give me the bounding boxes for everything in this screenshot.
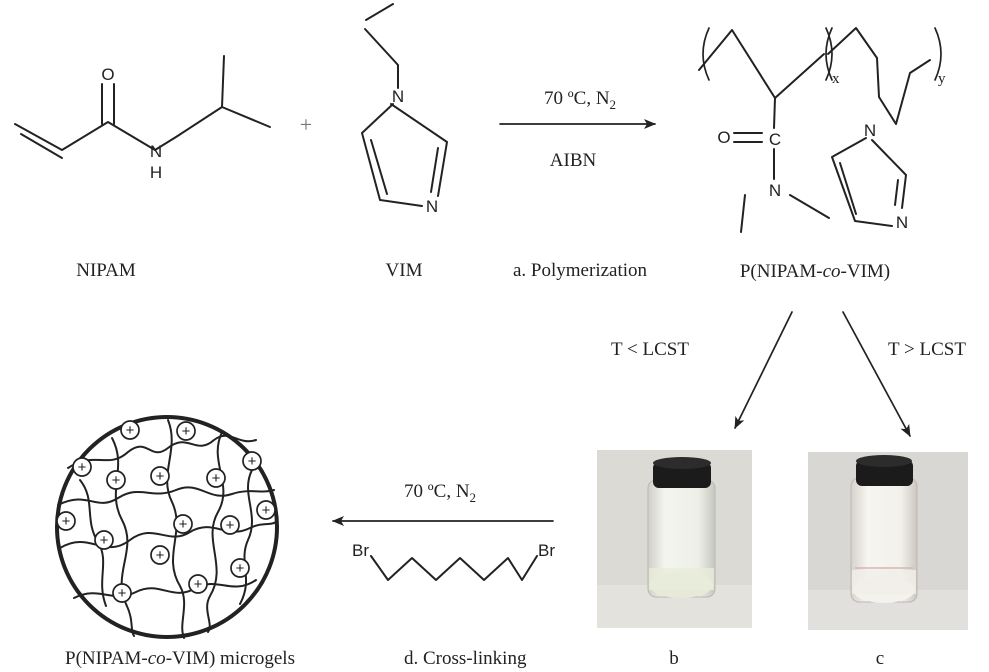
positive-charge-icon: +	[206, 468, 226, 488]
bromine-left-atom: Br	[352, 541, 369, 560]
svg-text:+: +	[112, 472, 121, 489]
positive-charge-icon: +	[150, 545, 170, 565]
copolymer-imidazole-n3: N	[896, 213, 908, 232]
positive-charge-icon: +	[94, 530, 114, 550]
nipam-nitrogen-atom: N	[150, 142, 162, 161]
vial-photo-c	[808, 452, 968, 630]
svg-text:+: +	[179, 516, 188, 533]
above-lcst-arrow	[842, 311, 911, 437]
vim-n1-atom: N	[392, 87, 404, 106]
copolymer-imidazole-n1: N	[864, 121, 876, 140]
svg-text:+: +	[262, 502, 271, 519]
above-lcst-label: T > LCST	[888, 339, 966, 360]
positive-charge-icon: +	[220, 515, 240, 535]
svg-text:+: +	[126, 422, 135, 439]
positive-charge-icon: +	[242, 451, 262, 471]
nipam-structure: O N H	[14, 55, 271, 182]
positive-charge-icon: +	[120, 420, 140, 440]
bracket-y-left	[825, 27, 833, 81]
svg-text:+: +	[236, 560, 245, 577]
positive-charge-icon: +	[72, 457, 92, 477]
microgel-charges: + + + + + + + + + + + + + + + +	[56, 420, 276, 603]
microgel-network	[55, 415, 279, 639]
bromine-right-atom: Br	[538, 541, 555, 560]
positive-charge-icon: +	[176, 421, 196, 441]
vial-c-label: c	[876, 648, 884, 669]
svg-text:+: +	[248, 453, 257, 470]
bracket-y-right	[934, 27, 942, 81]
nipam-label: NIPAM	[76, 260, 136, 281]
svg-text:+: +	[226, 517, 235, 534]
svg-text:+: +	[194, 576, 203, 593]
microgel-label: P(NIPAM-co-VIM) microgels	[65, 648, 295, 669]
subscript-x: x	[832, 71, 840, 87]
dibromohexane-structure: Br Br	[352, 541, 555, 581]
svg-text:+: +	[78, 459, 87, 476]
plus-sign: +	[300, 112, 312, 137]
bracket-x-right	[825, 27, 833, 81]
positive-charge-icon: +	[106, 470, 126, 490]
polymerization-initiator: AIBN	[550, 150, 597, 171]
polymerization-temperature: 70 ºC, N2	[544, 88, 616, 112]
vim-n3-atom: N	[426, 197, 438, 216]
below-lcst-arrow	[734, 311, 793, 429]
vial-b-label: b	[669, 648, 679, 669]
crosslinking-temperature: 70 ºC, N2	[404, 481, 476, 505]
positive-charge-icon: +	[112, 583, 132, 603]
svg-text:+: +	[156, 547, 165, 564]
svg-text:+: +	[100, 532, 109, 549]
nipam-oxygen-atom: O	[101, 65, 114, 84]
vim-structure: N N	[361, 3, 448, 216]
below-lcst-label: T < LCST	[611, 339, 689, 360]
vim-label: VIM	[386, 260, 423, 281]
polymerization-step-label: a. Polymerization	[513, 260, 648, 281]
positive-charge-icon: +	[173, 514, 193, 534]
svg-text:+: +	[156, 468, 165, 485]
positive-charge-icon: +	[188, 574, 208, 594]
copolymer-structure: O C N N N x y	[698, 27, 946, 233]
positive-charge-icon: +	[256, 500, 276, 520]
positive-charge-icon: +	[56, 511, 76, 531]
copolymer-oxygen-atom: O	[717, 128, 730, 147]
svg-text:+: +	[182, 423, 191, 440]
copolymer-carbonyl-carbon: C	[769, 130, 781, 149]
positive-charge-icon: +	[150, 466, 170, 486]
svg-text:+: +	[118, 585, 127, 602]
svg-text:+: +	[62, 513, 71, 530]
copolymer-label: P(NIPAM-co-VIM)	[740, 261, 890, 282]
copolymer-amide-nitrogen: N	[769, 181, 781, 200]
nipam-hydrogen-atom: H	[150, 163, 162, 182]
bracket-x-left	[702, 27, 710, 81]
positive-charge-icon: +	[230, 558, 250, 578]
crosslinking-step-label: d. Cross-linking	[404, 648, 527, 669]
subscript-y: y	[938, 71, 946, 87]
svg-text:+: +	[212, 470, 221, 487]
vial-photo-b	[597, 450, 752, 628]
